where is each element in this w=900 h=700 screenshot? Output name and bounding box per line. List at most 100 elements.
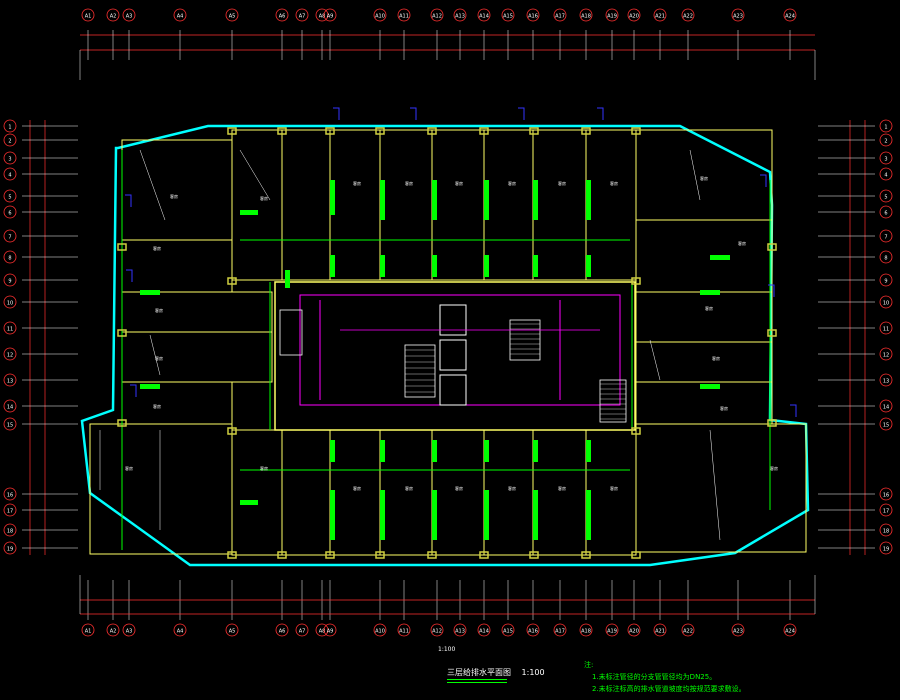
wall-segment [380,255,385,277]
top-axis-bubble-circle [553,8,567,22]
stair-far-left [279,309,303,356]
bottom-axis-bubble-circle [275,623,289,637]
column [631,127,641,135]
bottom-axis-bubble-label: A22 [683,629,693,635]
left-axis-bubble-circle [3,321,17,335]
top-axis-bubble-circle [477,8,491,22]
bottom-axis-bubble-circle [783,623,797,637]
left-axis-bubble-circle [3,151,17,165]
column [117,329,127,337]
top-axis-bubble-circle [373,8,387,22]
column [479,551,489,559]
column [325,551,335,559]
left-axis-bubble-label: 10 [7,301,13,307]
right-axis-bubble-circle [879,523,893,537]
bottom-axis-bubble-label: A14 [479,629,489,635]
left-axis-bubble-label: 12 [7,353,13,359]
right-axis-bubble-label: 12 [883,353,889,359]
right-axis-bubble-circle [879,189,893,203]
right-axis-bubble-circle [879,229,893,243]
bottom-axis-bubble-circle [553,623,567,637]
title-underline-2 [447,682,507,683]
notes-label: 注: [584,661,594,669]
wall-segment [700,384,720,389]
bottom-axis-bubble-label: A1 [85,629,92,635]
room-label: 客房 [558,180,566,186]
room-label: 客房 [155,307,163,313]
bottom-axis-bubble-circle [397,623,411,637]
bottom-axis-bubble-circle [653,623,667,637]
wall-segment [240,210,258,215]
top-axis-bubble-label: A13 [455,14,465,20]
right-axis-bubble-label: 6 [884,211,887,217]
room-label: 客房 [405,180,413,186]
left-axis-bubble-circle [3,487,17,501]
blue-pipe-marker [130,384,137,397]
left-axis-bubble-circle [3,119,17,133]
wall-segment [330,180,335,215]
column [117,243,127,251]
room-label: 客房 [610,180,618,186]
left-axis-bubble-label: 5 [8,195,11,201]
stair-right-2 [599,379,627,423]
left-axis-bubble-label: 4 [8,173,11,179]
left-axis-bubble-circle [3,250,17,264]
top-axis-bubble-label: A24 [785,14,795,20]
left-dimension-lines [22,120,78,555]
wall-segment [330,490,335,540]
left-axis-bubble-label: 7 [8,235,11,241]
room-label: 客房 [353,180,361,186]
fixture-line [149,334,161,376]
right-axis-bubble-circle [879,273,893,287]
fixture-line [689,149,701,201]
right-axis-bubble-label: 9 [884,279,887,285]
bottom-axis-bubble-label: A13 [455,629,465,635]
building-outline [80,124,810,567]
column [581,551,591,559]
left-axis-bubble-label: 18 [7,529,13,535]
left-axis-bubble-circle [3,347,17,361]
bottom-axis-bubble-circle [731,623,745,637]
right-axis-bubble-label: 5 [884,195,887,201]
bottom-axis-bubble-label: A7 [299,629,306,635]
blue-pipe-marker [790,404,797,417]
bottom-axis-bubble-circle [323,623,337,637]
column [227,551,237,559]
top-axis-bubble-label: A5 [229,14,236,20]
right-axis-bubble-label: 17 [883,509,889,515]
top-axis-bubble-circle [526,8,540,22]
column [227,277,237,285]
top-axis-bubble-label: A19 [607,14,617,20]
left-room-6 [89,423,233,555]
top-axis-bubble-circle [453,8,467,22]
left-axis-bubble-label: 2 [8,139,11,145]
left-axis-bubble-label: 17 [7,509,13,515]
room-label: 客房 [712,355,720,361]
bottom-axis-bubble-circle [526,623,540,637]
column [375,551,385,559]
left-axis-bubble-label: 3 [8,157,11,163]
right-axis-bubble-circle [879,151,893,165]
bottom-axis-bubble-circle [681,623,695,637]
column [325,127,335,135]
blue-pipe-marker [125,194,132,207]
room-label: 客房 [508,180,516,186]
right-axis-bubble-circle [879,133,893,147]
right-axis-bubble-label: 8 [884,256,887,262]
right-axis-bubble-label: 11 [883,327,889,333]
bottom-axis-bubble-label: A18 [581,629,591,635]
column [427,127,437,135]
wall-segment [586,255,591,277]
room-label: 客房 [170,193,178,199]
room-label: 客房 [770,465,778,471]
stair-right [509,319,541,361]
wall-segment [330,255,335,277]
top-axis-bubble-label: A23 [733,14,743,20]
right-axis-bubble-label: 18 [883,529,889,535]
top-axis-bubble-label: A3 [126,14,133,20]
bottom-axis-bubble-circle [295,623,309,637]
room-label: 客房 [720,405,728,411]
top-axis-bubble-label: A2 [110,14,117,20]
right-axis-bubble-label: 4 [884,173,887,179]
bottom-axis-bubble-label: A21 [655,629,665,635]
